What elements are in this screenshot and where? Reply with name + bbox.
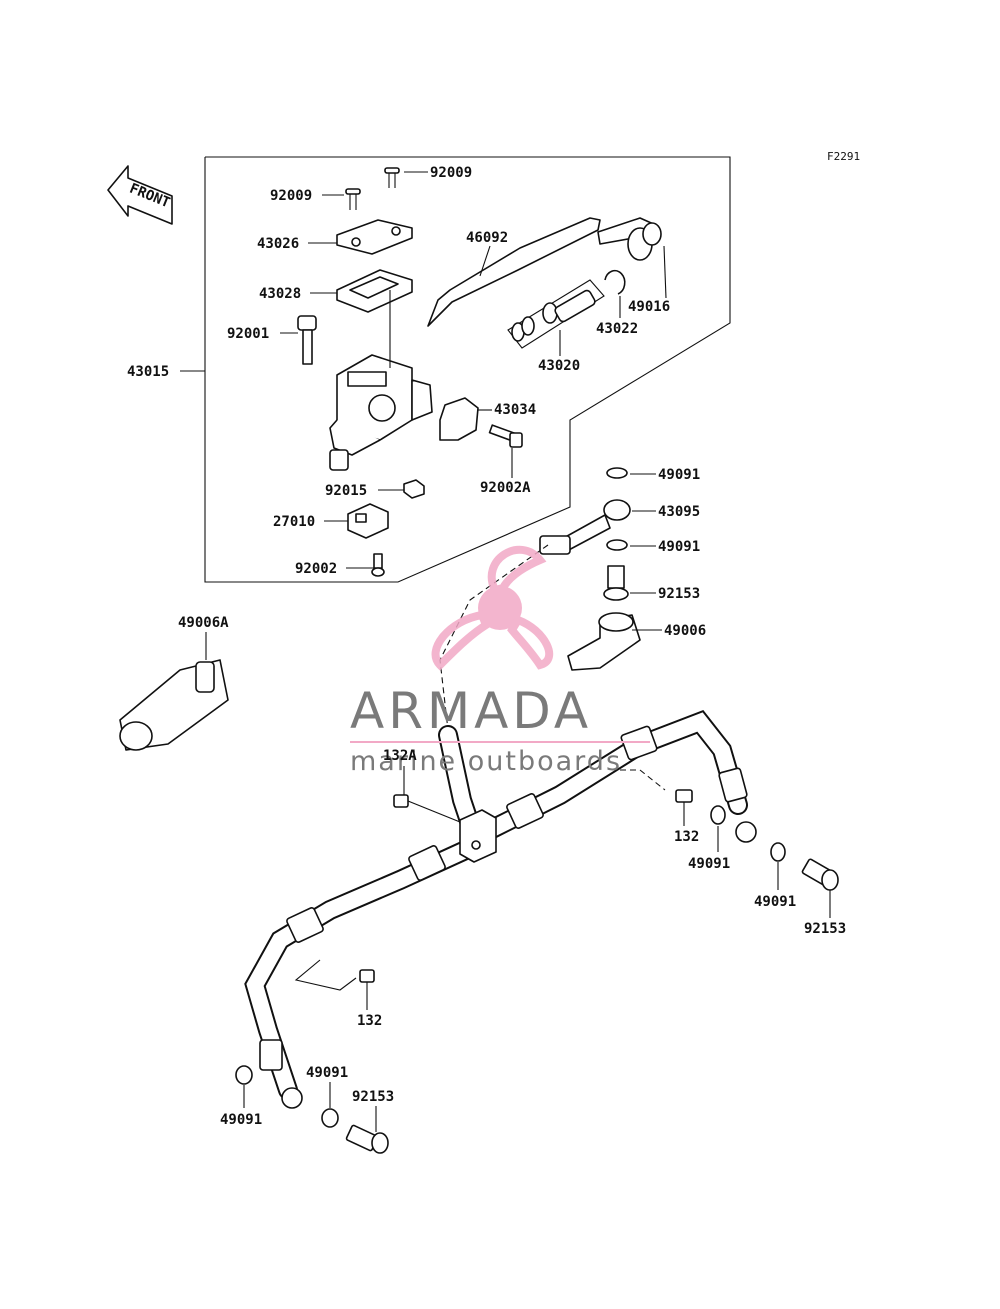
screw-92009-icon <box>384 167 400 188</box>
bolt-132-right-icon <box>675 789 693 826</box>
banjo-right-icon <box>735 821 757 843</box>
washer-49091-left-b-icon <box>321 1108 339 1128</box>
label-132-left: 132 <box>357 1013 382 1029</box>
label-132a: 132A <box>383 748 417 764</box>
label-49091-d: 49091 <box>754 894 796 910</box>
washer-49091-top-icon <box>606 467 628 479</box>
label-43020: 43020 <box>538 358 580 374</box>
cover-49006-icon <box>567 612 641 671</box>
clamp-icon <box>439 397 479 441</box>
washer-49091-left-a-icon <box>235 1065 253 1085</box>
banjo-left-icon <box>281 1087 303 1109</box>
label-49016: 49016 <box>628 299 670 315</box>
banjo-bolt-92153-right-icon <box>801 858 839 891</box>
label-43028: 43028 <box>259 286 301 302</box>
nut-92015-icon <box>403 479 425 499</box>
brake-switch-icon <box>347 503 389 539</box>
label-49091-e: 49091 <box>306 1065 348 1081</box>
label-49091-a: 49091 <box>658 467 700 483</box>
watermark-logo <box>431 545 554 671</box>
bolt-132-left-icon <box>294 959 375 1010</box>
bolt-132a-icon <box>393 766 461 823</box>
label-49006a: 49006A <box>178 615 229 631</box>
circlip-icon <box>604 269 626 295</box>
label-43015: 43015 <box>127 364 169 380</box>
label-92015: 92015 <box>325 483 367 499</box>
label-49006: 49006 <box>664 623 706 639</box>
label-92153-a: 92153 <box>658 586 700 602</box>
label-43026: 43026 <box>257 236 299 252</box>
reservoir-cap-icon <box>336 219 413 255</box>
label-92153-b: 92153 <box>804 921 846 937</box>
label-132-right: 132 <box>674 829 699 845</box>
washer-49091-right-a-icon <box>710 805 726 825</box>
label-92153-c: 92153 <box>352 1089 394 1105</box>
label-92002: 92002 <box>295 561 337 577</box>
front-arrow-icon: FRONT <box>107 165 173 225</box>
cover-49006a-icon <box>119 632 229 751</box>
boot-49016-icon <box>627 222 662 261</box>
label-92009-a: 92009 <box>430 165 472 181</box>
label-43034: 43034 <box>494 402 536 418</box>
bolt-92002a-icon <box>488 424 523 448</box>
label-27010: 27010 <box>273 514 315 530</box>
brake-hose-icon <box>244 710 748 1100</box>
washer-49091-mid-icon <box>606 539 628 551</box>
label-92009-b: 92009 <box>270 188 312 204</box>
screw-92009-left-icon <box>345 188 361 210</box>
label-49091-f: 49091 <box>220 1112 262 1128</box>
banjo-43095-icon <box>539 499 631 555</box>
assembly-boundary <box>204 156 731 583</box>
banjo-bolt-92153-top-icon <box>603 565 629 601</box>
label-49091-c: 49091 <box>688 856 730 872</box>
label-92002a: 92002A <box>480 480 531 496</box>
banjo-bolt-92153-left-icon <box>345 1124 389 1154</box>
watermark-brand: ARMADA <box>350 682 592 740</box>
brake-lever-icon <box>427 217 601 327</box>
label-43095: 43095 <box>658 504 700 520</box>
master-cylinder-body-icon <box>329 354 433 471</box>
junction-block-icon <box>459 809 497 863</box>
figure-code: F2291 <box>827 150 860 163</box>
label-92001: 92001 <box>227 326 269 342</box>
label-49091-b: 49091 <box>658 539 700 555</box>
label-46092: 46092 <box>466 230 508 246</box>
watermark-tagline: marine outboards <box>350 746 622 777</box>
washer-49091-right-b-icon <box>770 842 786 862</box>
piston-kit-icon <box>507 279 605 349</box>
screw-92002-icon <box>371 553 385 577</box>
label-43022: 43022 <box>596 321 638 337</box>
bolt-92001-icon <box>297 315 317 365</box>
